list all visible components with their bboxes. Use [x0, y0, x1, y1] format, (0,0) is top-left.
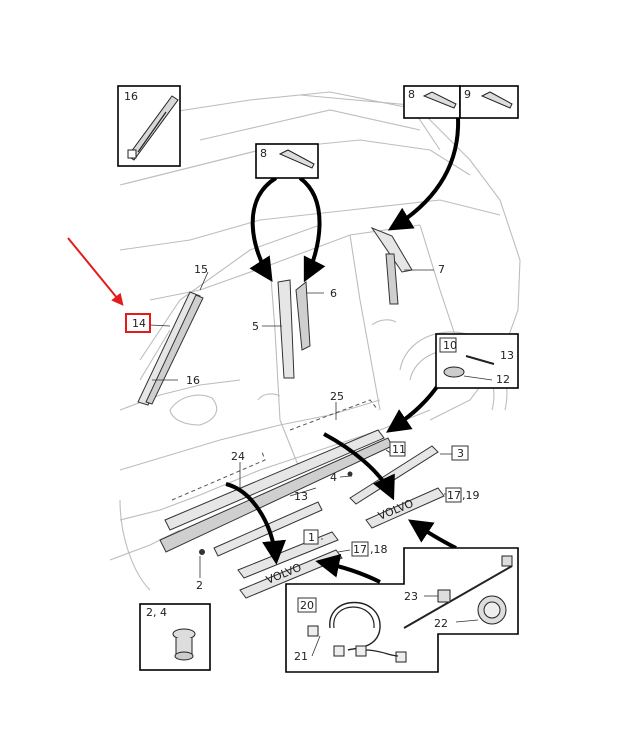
detail-box-10: 10 13 12 [435, 333, 519, 389]
scuff-plate-rear [365, 487, 445, 529]
clip-2 [199, 549, 205, 555]
callout-19: ,19 [462, 489, 480, 502]
emblem-rear: VOLVO [376, 497, 415, 523]
callout-15: 15 [194, 263, 208, 276]
callout-16: 16 [186, 374, 200, 387]
highlight-box-14[interactable] [125, 313, 151, 333]
callout-7: 7 [438, 263, 445, 276]
callout-1: 1 [308, 531, 315, 544]
detail-box-8: 8 [255, 143, 319, 179]
detail-box-8-9: 8 9 [403, 85, 519, 119]
callout-17a: 17 [447, 489, 461, 502]
clip-4 [347, 471, 353, 477]
detail-box-2-4: 2, 4 [139, 603, 211, 671]
callout-6: 6 [330, 287, 337, 300]
c-pillar-trim-lower [385, 253, 399, 305]
sill-upper-trim [164, 429, 385, 531]
callout-8-top-right: 8 [408, 88, 415, 101]
callout-2: 2 [196, 579, 203, 592]
b-pillar-trim-rear [295, 281, 311, 351]
callout-3: 3 [457, 447, 464, 460]
detail-box-20-23: 20 23 22 21 [285, 547, 519, 673]
callout-4: 4 [330, 471, 337, 484]
callout-11: 11 [392, 443, 406, 456]
callout-8-mid: 8 [260, 147, 267, 160]
highlight-arrow [67, 237, 124, 306]
callout-20: 20 [300, 599, 314, 612]
callout-5: 5 [252, 320, 259, 333]
callout-16-top: 16 [124, 90, 138, 103]
b-pillar-trim [277, 279, 295, 379]
callout-23: 23 [404, 590, 418, 603]
callout-21: 21 [294, 650, 308, 663]
callout-17b: 17 [353, 543, 367, 556]
callout-18: ,18 [370, 543, 388, 556]
detail-box-16: 16 [117, 85, 181, 167]
leader-lines [149, 269, 452, 578]
callout-22: 22 [434, 617, 448, 630]
callout-9: 9 [464, 88, 471, 101]
callout-2-4-box: 2, 4 [146, 606, 167, 619]
callout-14: 14 [132, 317, 146, 330]
a-pillar-trim-inner [145, 294, 204, 405]
callout-25: 25 [330, 390, 344, 403]
callout-12: 12 [496, 373, 510, 386]
callout-13-right: 13 [500, 349, 514, 362]
callout-13: 13 [294, 490, 308, 503]
callout-10: 10 [443, 339, 457, 352]
callout-24: 24 [231, 450, 245, 463]
